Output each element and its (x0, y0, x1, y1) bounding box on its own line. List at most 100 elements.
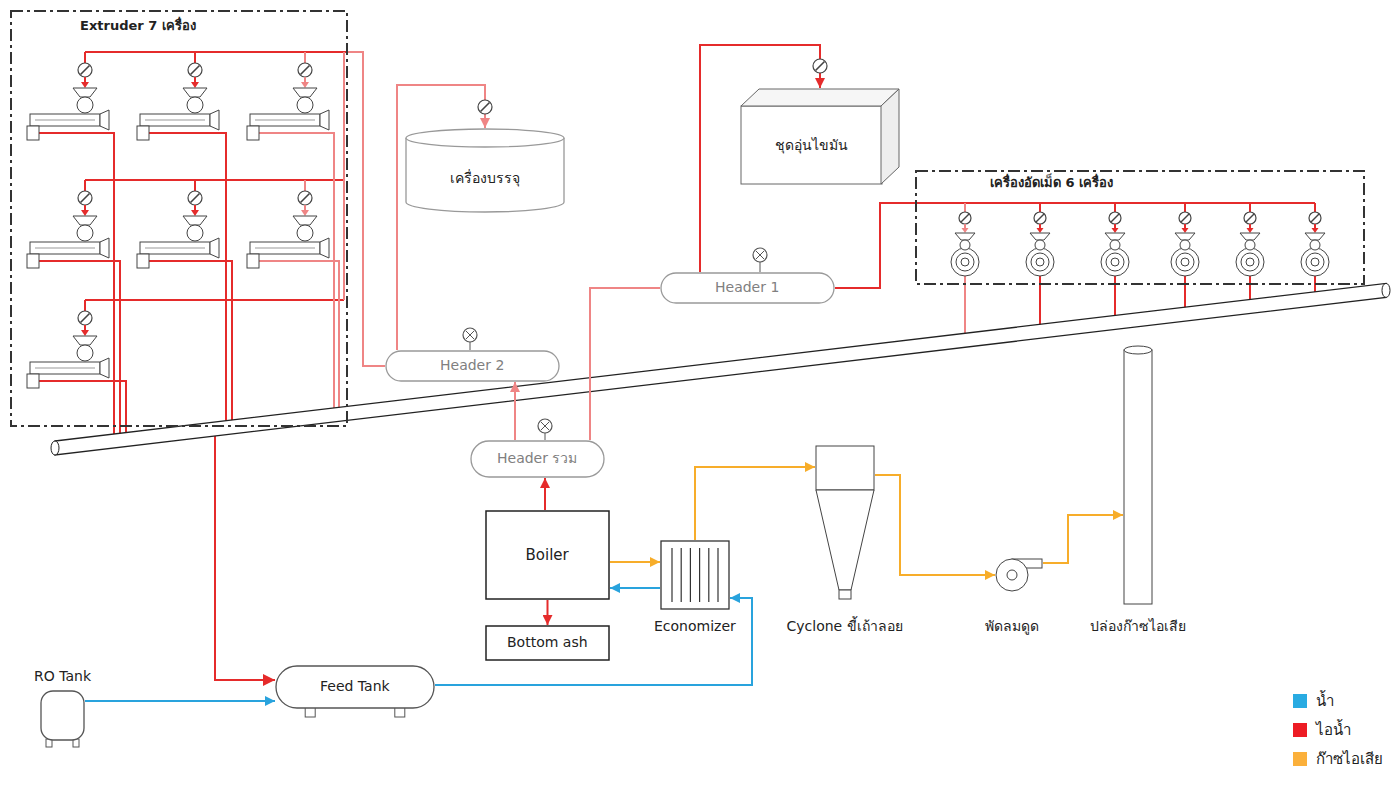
exchanger-tube (671, 548, 672, 602)
cylinder-body (406, 138, 564, 212)
valve-symbol (813, 59, 827, 73)
boiler-box: Boiler (485, 510, 610, 600)
legend-item: ก๊าซไอเสีย (1293, 747, 1383, 771)
cyclone-symbol-outline (815, 445, 875, 600)
gauge-symbol (538, 419, 552, 433)
stack-symbol: ปล่องก๊าซไอเสีย (1090, 345, 1186, 636)
pipe-body (55, 283, 1386, 455)
exchanger-tube (699, 548, 700, 602)
pill-outline (661, 273, 834, 303)
feed-tank: Feed Tank (275, 665, 435, 709)
dashed-frame (11, 11, 347, 426)
ash-box-label: Bottom ash (507, 634, 588, 652)
legend-swatch (1293, 723, 1307, 737)
legend-swatch (1293, 752, 1307, 766)
pellet-mill-symbol (1171, 203, 1199, 276)
text-block: เครื่องบรรจุ (450, 170, 520, 188)
text-block: ปล่องก๊าซไอเสีย (1090, 618, 1186, 636)
text-block: พัดลมดูด (985, 618, 1039, 636)
flow-connector (397, 85, 485, 350)
gauge-symbol (463, 328, 477, 342)
gauge-stem (470, 342, 471, 350)
feed-tank-label: Feed Tank (320, 678, 390, 696)
group-frame: Extruder 7 เครื่อง (10, 10, 348, 427)
gauge-stem (760, 262, 761, 272)
group-frame-outline (10, 10, 348, 427)
cyclone-cone (816, 490, 874, 590)
cyclone-symbol: Cyclone ขี้เถ้าลอย (787, 445, 904, 636)
flow-connector (514, 382, 516, 440)
legend: น้ำไอน้ำก๊าซไอเสีย (1293, 684, 1383, 776)
drain-line (259, 261, 339, 414)
text-block: Extruder 7 เครื่อง (80, 18, 196, 34)
group-frame-label: Extruder 7 เครื่อง (80, 18, 196, 34)
condensate-pipe (51, 283, 1390, 455)
pill-outline (471, 441, 604, 477)
legend-swatch (1293, 694, 1307, 708)
pellet-mill-symbol (1101, 203, 1129, 276)
stack-symbol-outline (1123, 345, 1153, 605)
flow-connector (435, 598, 752, 685)
header-pill-label: Header รวม (497, 450, 577, 468)
extruder-symbol (27, 52, 109, 140)
box-front (741, 106, 882, 184)
text-block: RO Tank (34, 668, 91, 686)
pellet-mills (951, 203, 1329, 276)
extruder-symbol (247, 52, 329, 140)
fat-heater-box: ชุดอุ่นไขมัน (740, 88, 900, 185)
box-outline (486, 511, 609, 599)
ash-box: Bottom ash (485, 625, 610, 661)
gauge-symbol (753, 248, 767, 262)
group-frame-outline (915, 170, 1365, 285)
exchanger-tube (708, 548, 709, 602)
drain-line (964, 276, 966, 340)
extruder-symbol (247, 180, 329, 268)
boiler-box-label: Boiler (526, 546, 569, 565)
exchanger-tube (681, 548, 682, 602)
packing-machine-label: เครื่องบรรจุ (450, 170, 520, 188)
packing-machine: เครื่องบรรจุ (405, 128, 565, 212)
flow-connector (610, 587, 660, 589)
cyclone-symbol-label: Cyclone ขี้เถ้าลอย (787, 618, 903, 636)
text-block: Header 1 (715, 279, 779, 297)
header-pill-label: Header 1 (715, 279, 779, 297)
exchanger-tube (717, 548, 718, 602)
drain-line (39, 133, 114, 441)
fan-hub (1007, 570, 1017, 580)
box-outline (486, 626, 609, 660)
extruder-symbol (27, 300, 109, 388)
cyclone-barrel (816, 446, 874, 490)
cylinder-top (406, 129, 564, 147)
extruder-machines (27, 52, 329, 388)
tank-outline (41, 691, 84, 740)
drain-line (39, 381, 126, 440)
drain-line (149, 133, 226, 428)
cyclone-outlet (839, 590, 851, 599)
steam-line (343, 52, 345, 300)
stack-top (1124, 346, 1152, 354)
tank-symbol: RO Tank (34, 668, 91, 748)
text-block: ชุดอุ่นไขมัน (775, 137, 848, 155)
economizer-symbol: Economizer (654, 540, 736, 636)
economizer-symbol-label: Economizer (654, 618, 736, 636)
fan-symbol-label: พัดลมดูด (985, 618, 1039, 636)
extruder-symbol (27, 180, 109, 268)
text-block: Bottom ash (507, 634, 588, 652)
fan-symbol: พัดลมดูด (985, 552, 1043, 636)
fan-symbol-outline (995, 552, 1043, 592)
extruder-symbol (137, 180, 219, 268)
flow-connector (835, 203, 915, 288)
legend-item: น้ำ (1293, 689, 1383, 713)
group-frame: เครื่องอัดเม็ด 6 เครื่อง (915, 170, 1365, 285)
drain-line (149, 261, 232, 427)
gauge-stem (545, 433, 546, 440)
header-pill: Header รวม (470, 440, 605, 478)
flow-connector (695, 467, 815, 540)
text-block: Economizer (654, 618, 736, 636)
valve-body (813, 59, 827, 73)
text-block: Cyclone ขี้เถ้าลอย (787, 618, 903, 636)
pellet-mill-symbol (1236, 203, 1264, 276)
header-pill: Header 1 (660, 272, 835, 304)
